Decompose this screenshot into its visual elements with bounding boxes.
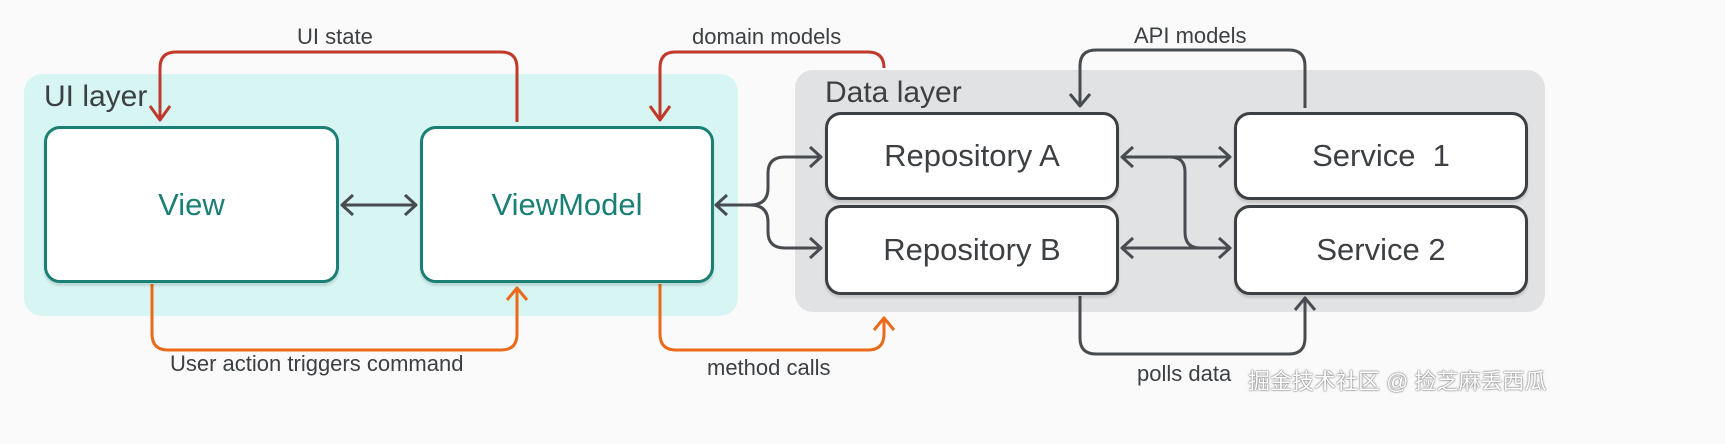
polls-data-arrow xyxy=(1078,296,1307,356)
watermark-text: 掘金技术社区 @ 捡芝麻丢西瓜 xyxy=(1248,369,1547,394)
user-action-label: User action triggers command xyxy=(170,351,464,376)
ui-state-arrow xyxy=(158,50,519,122)
repository-a-box: Repository A xyxy=(825,112,1119,200)
api-models-arrow xyxy=(1078,48,1307,108)
domain-models-label: domain models xyxy=(692,24,842,49)
view-label: View xyxy=(158,186,225,222)
polls-data-label: polls data xyxy=(1137,361,1232,386)
viewmodel-repository-arrowhead-left xyxy=(714,193,729,217)
ui-state-label: UI state xyxy=(297,24,373,49)
service-2-label: Service 2 xyxy=(1316,232,1446,267)
repo-a-left-arrowhead xyxy=(1120,145,1135,169)
ui-layer-title: UI layer xyxy=(44,80,148,113)
user-action-arrow xyxy=(150,284,519,352)
view-viewmodel-arrowhead-right xyxy=(403,193,418,217)
viewmodel-box: ViewModel xyxy=(420,126,714,283)
data-layer-title: Data layer xyxy=(825,76,962,109)
repository-a-label: Repository A xyxy=(884,138,1060,173)
service-2-arrowhead xyxy=(1217,236,1232,260)
ui-state-arrowhead xyxy=(148,105,172,122)
repository-b-box: Repository B xyxy=(825,205,1119,295)
domain-models-arrowhead xyxy=(648,105,672,122)
user-action-arrowhead xyxy=(505,286,529,301)
view-viewmodel-arrowhead-left xyxy=(340,193,355,217)
viewmodel-label: ViewModel xyxy=(491,186,643,222)
repo-b-left-arrowhead xyxy=(1120,236,1135,260)
api-models-arrowhead xyxy=(1068,93,1092,108)
method-calls-arrow xyxy=(658,284,886,352)
repository-b-label: Repository B xyxy=(883,232,1061,267)
method-calls-label: method calls xyxy=(707,355,831,380)
method-calls-arrowhead xyxy=(872,316,896,331)
service-1-arrowhead xyxy=(1217,145,1232,169)
domain-models-arrow xyxy=(658,50,886,118)
service-2-box: Service 2 xyxy=(1234,205,1528,295)
repository-b-arrowhead xyxy=(808,236,823,260)
view-box: View xyxy=(44,126,339,283)
service-1-box: Service 1 xyxy=(1234,112,1528,200)
api-models-label: API models xyxy=(1134,23,1247,48)
service-1-label: Service 1 xyxy=(1312,138,1450,173)
repo-service-arrows xyxy=(1122,155,1230,250)
repository-a-arrowhead xyxy=(808,145,823,169)
viewmodel-repository-arrow xyxy=(716,155,820,250)
polls-data-arrowhead xyxy=(1293,296,1317,311)
